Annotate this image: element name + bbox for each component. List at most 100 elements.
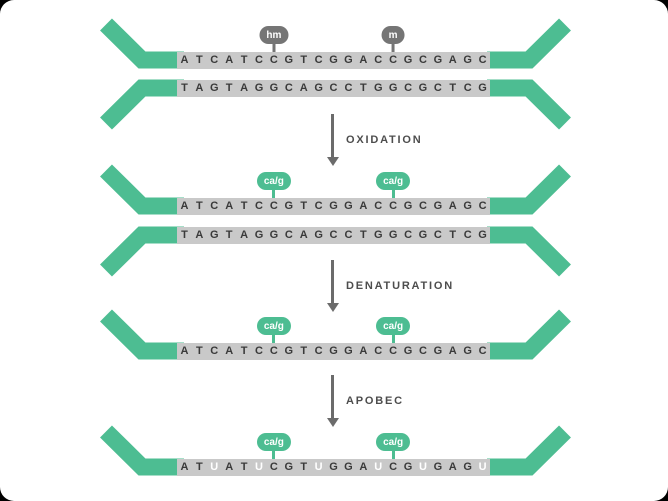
mod-badge-hm: hm (259, 26, 289, 52)
base-letter: T (359, 81, 367, 94)
base-letter: G (209, 228, 219, 241)
adapter-right-icon (487, 164, 571, 215)
base-letter: C (374, 53, 383, 66)
base-letter: C (329, 228, 338, 241)
base-letter: T (225, 228, 233, 241)
base-letter: G (463, 199, 472, 212)
base-letter: A (448, 460, 457, 473)
apobec-step-arrow: APOBEC (326, 375, 402, 427)
base-letter: C (389, 460, 398, 473)
base-letter: C (269, 344, 278, 357)
base-letter: C (269, 199, 278, 212)
base-letter: G (329, 460, 338, 473)
base-letter: T (240, 344, 248, 357)
base-letter: G (329, 53, 338, 66)
base-letter: A (180, 344, 189, 357)
base-letter: C (210, 53, 219, 66)
base-letter: C (404, 228, 413, 241)
step-label-denaturation: DENATURATION (346, 280, 454, 292)
base-letter: A (448, 53, 457, 66)
base-letter: C (269, 53, 278, 66)
base-letter: C (255, 53, 263, 66)
base-letter: C (418, 53, 427, 66)
base-letter: T (240, 53, 248, 66)
base-letter: G (269, 228, 279, 241)
base-letter: U (418, 460, 427, 473)
base-letter: A (225, 199, 234, 212)
base-letter: U (210, 460, 219, 473)
base-letter: A (240, 81, 249, 94)
badge-label: ca/g (376, 317, 411, 335)
base-letter: C (314, 53, 323, 66)
base-letter: T (181, 228, 188, 241)
base-letter: G (209, 81, 219, 94)
base-letter: U (255, 460, 263, 473)
base-letter: C (404, 81, 413, 94)
base-letter: G (463, 460, 472, 473)
base-letter: A (195, 228, 204, 241)
base-letter: A (299, 81, 308, 94)
base-letter: G (478, 228, 487, 241)
adapter-right-icon (487, 226, 571, 277)
base-letter: C (433, 228, 442, 241)
base-letter: G (463, 53, 472, 66)
badge-label: ca/g (256, 433, 291, 451)
base-letter: G (284, 460, 294, 473)
base-letter: A (180, 460, 189, 473)
base-letter: T (195, 53, 203, 66)
base-letter: G (433, 53, 443, 66)
base-letter: G (403, 344, 413, 357)
base-letter: G (433, 460, 443, 473)
step-label-oxidation: OXIDATION (346, 134, 423, 146)
base-letter: A (225, 344, 234, 357)
badge-stem (391, 451, 395, 459)
base-letter: T (300, 344, 308, 357)
base-letter: C (284, 228, 293, 241)
base-letter: A (359, 53, 368, 66)
base-letter: T (240, 460, 248, 473)
base-letter: C (374, 199, 383, 212)
base-letter: A (359, 199, 368, 212)
badge-stem (391, 190, 395, 198)
base-letter: G (284, 53, 294, 66)
base-letter: G (403, 460, 413, 473)
base-letter: C (418, 344, 427, 357)
base-letter: G (478, 81, 487, 94)
base-letter: C (210, 199, 219, 212)
adapter-left-icon (100, 164, 184, 215)
base-letter: C (314, 199, 323, 212)
adapter-right-icon (487, 18, 571, 69)
base-letter: G (373, 228, 383, 241)
base-letter: C (389, 199, 398, 212)
base-letter: A (240, 228, 249, 241)
step-label-apobec: APOBEC (346, 395, 404, 407)
arrow-line (331, 375, 334, 419)
base-letter: A (180, 199, 189, 212)
adapter-left-icon (100, 18, 184, 69)
adapter-left-icon (100, 226, 184, 277)
base-letter: U (478, 460, 487, 473)
base-letter: T (300, 460, 308, 473)
base-letter: A (299, 228, 308, 241)
mod-badge-ca-g: ca/g (376, 317, 411, 343)
base-letter: C (433, 81, 442, 94)
base-letter: U (314, 460, 323, 473)
base-letter: G (284, 344, 294, 357)
base-letter: C (463, 228, 472, 241)
base-letter: A (448, 199, 457, 212)
base-letter: C (284, 81, 293, 94)
badge-label: hm (259, 26, 289, 44)
base-letter: T (449, 81, 457, 94)
base-letter: G (269, 81, 279, 94)
base-letter: T (181, 81, 188, 94)
base-letter: G (403, 199, 413, 212)
base-letter: C (344, 228, 353, 241)
base-letter: C (314, 344, 323, 357)
